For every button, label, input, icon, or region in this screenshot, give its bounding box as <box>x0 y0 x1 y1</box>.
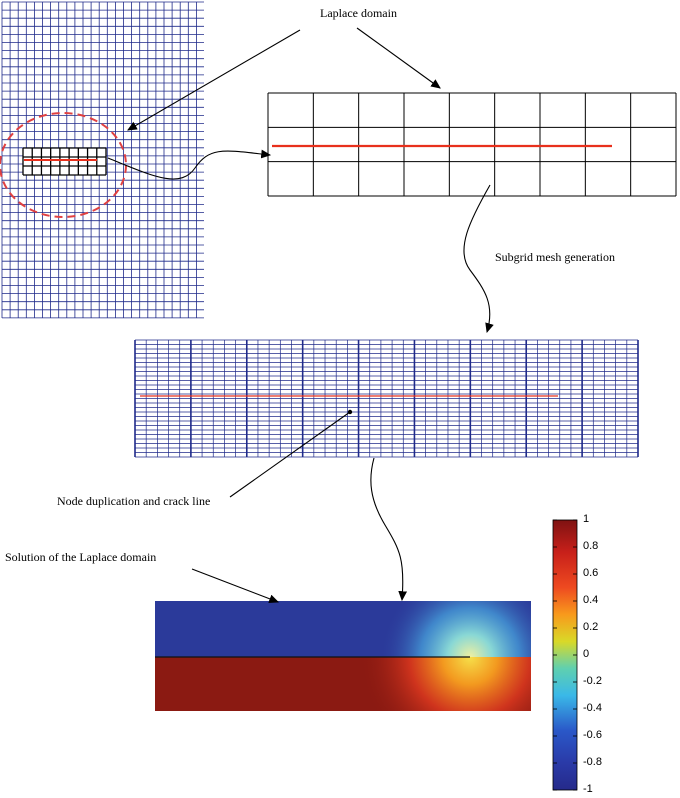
colorbar-tick-label: -0.6 <box>583 729 602 741</box>
arrow-to-left-mesh <box>127 29 301 131</box>
node-duplication-label: Node duplication and crack line <box>57 494 211 508</box>
colorbar-tick-label: -0.4 <box>583 702 602 714</box>
colorbar-tick-label: -0.8 <box>583 756 602 768</box>
colorbar-tick-label: 0.4 <box>583 594 599 606</box>
arrow-solution-label <box>191 568 280 603</box>
colorbar-tick-label: -1 <box>583 783 593 795</box>
subgrid-mesh <box>134 339 639 458</box>
colorbar-tick-label: -0.2 <box>583 675 602 687</box>
crack-region-highlight <box>22 147 107 176</box>
colorbar-tick-label: 0.2 <box>583 621 599 633</box>
colorbar-tick-label: 1 <box>583 513 590 525</box>
colorbar-tick-marks <box>553 519 577 791</box>
colorbar-tick-label: 0.8 <box>583 540 599 552</box>
colorbar-tick-label: 0.6 <box>583 567 599 579</box>
solution-field <box>155 601 531 711</box>
crack-tip-upper-gradient <box>370 601 531 657</box>
leader-dot <box>347 409 353 415</box>
highlight-background <box>23 148 106 175</box>
coarse-mesh-zoom <box>267 92 677 197</box>
arrows <box>107 27 494 603</box>
solution-label: Solution of the Laplace domain <box>5 550 157 564</box>
subgrid-label: Subgrid mesh generation <box>495 250 615 264</box>
colorbar-tick-label: 0 <box>583 648 590 660</box>
arrow-to-subgrid <box>463 184 494 334</box>
arrow-zoom <box>107 149 272 180</box>
laplace-domain-label: Laplace domain <box>320 6 397 20</box>
leader-node-duplication <box>229 411 351 498</box>
arrow-to-coarse-mesh <box>356 27 441 89</box>
crack-tip-lower-gradient <box>330 657 531 711</box>
arrow-to-solution <box>370 457 408 602</box>
